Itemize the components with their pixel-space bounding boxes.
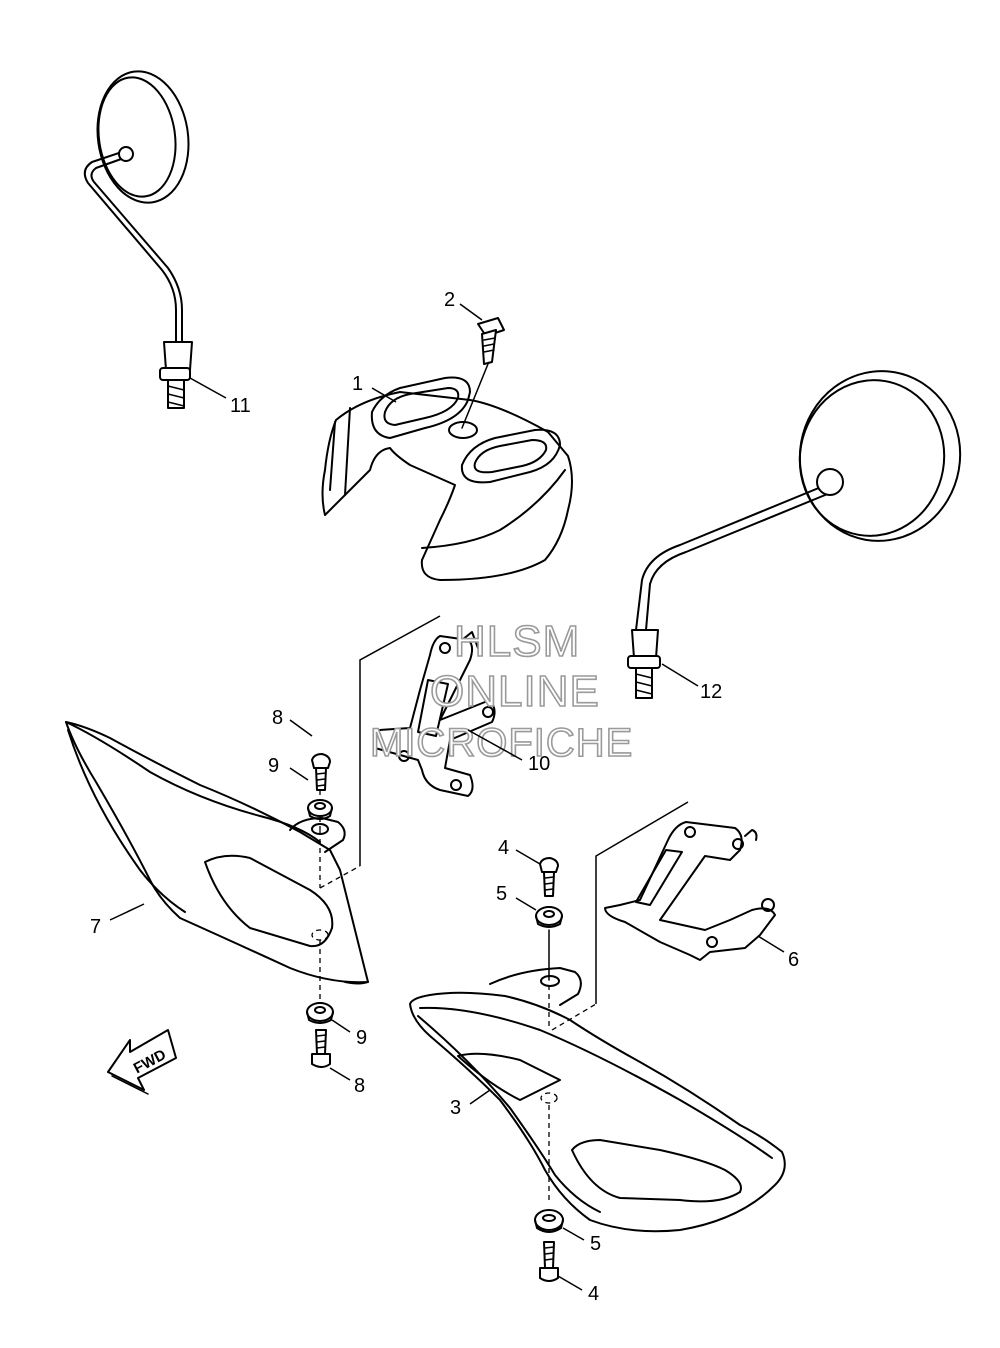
part-1-handlebar-cover [321, 376, 573, 581]
part-5-collar-bottom [534, 1209, 564, 1233]
part-8-screw-bottom [311, 1029, 331, 1068]
callout-10: 10 [528, 753, 550, 775]
callout-9-top: 9 [268, 755, 279, 777]
callout-5-bottom: 5 [590, 1233, 601, 1255]
callout-2: 2 [444, 289, 455, 311]
callout-numbers: 1 2 11 12 10 8 9 7 9 8 4 5 6 3 5 4 [90, 289, 799, 1305]
callout-4-top: 4 [498, 837, 509, 859]
part-12-right-mirror [627, 370, 962, 699]
watermark-line-1: HLSM [454, 617, 580, 666]
callout-8-top: 8 [272, 707, 283, 729]
callout-3: 3 [450, 1097, 461, 1119]
callout-1: 1 [352, 373, 363, 395]
watermark: HLSM ONLINE MICROFICHE [369, 616, 633, 766]
part-9-collar-top [307, 799, 333, 820]
watermark-line-3: MICROFICHE [370, 721, 633, 765]
part-4-screw-top [539, 857, 559, 897]
part-10-left-bracket [373, 631, 496, 797]
callout-5-top: 5 [496, 883, 507, 905]
part-8-screw-top [311, 753, 331, 830]
callout-8-bottom: 8 [354, 1075, 365, 1097]
callout-9-bottom: 9 [356, 1027, 367, 1049]
leader-lines [109, 303, 785, 1291]
part-2-screw [461, 317, 505, 429]
part-11-left-mirror [83, 70, 193, 409]
part-6-right-bracket [604, 821, 776, 961]
fwd-direction-arrow: FWD [107, 1029, 177, 1095]
part-3-right-side-cover [409, 967, 786, 1233]
guide-lines-part-7 [319, 615, 441, 889]
callout-6: 6 [788, 949, 799, 971]
part-9-collar-bottom [306, 940, 334, 1024]
guide-lines-part-3 [551, 801, 689, 1031]
callout-4-bottom: 4 [588, 1283, 599, 1305]
callout-11: 11 [230, 395, 251, 417]
callout-12: 12 [700, 681, 722, 703]
part-5-collar-top [535, 906, 563, 1030]
callout-7: 7 [90, 916, 101, 938]
watermark-line-2: ONLINE [430, 667, 600, 716]
part-4-screw-bottom [539, 1241, 559, 1282]
part-7-left-side-cover [65, 721, 369, 985]
